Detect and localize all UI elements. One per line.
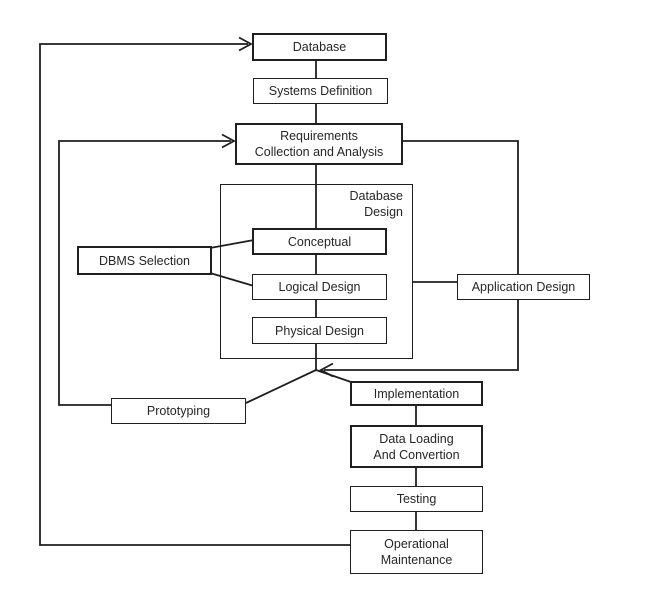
node-application-design: Application Design: [457, 274, 590, 300]
arrowhead-into-database: [238, 36, 253, 52]
database-design-frame-label: Database Design: [349, 189, 403, 219]
node-requirements-collection-analysis: Requirements Collection and Analysis: [235, 123, 403, 165]
edge-dbms-conceptual: [209, 239, 255, 249]
node-prototyping: Prototyping: [111, 398, 246, 424]
node-operational-maintenance: Operational Maintenance: [350, 530, 483, 574]
database-design-frame: Database Design: [220, 184, 413, 359]
edge-requirements-right-loop: [324, 140, 519, 371]
node-testing: Testing: [350, 486, 483, 512]
node-dbms-selection: DBMS Selection: [77, 246, 212, 275]
node-implementation: Implementation: [350, 381, 483, 406]
edge-opmaint-to-database: [39, 43, 350, 546]
arrowhead-into-requirements: [221, 133, 236, 149]
node-database: Database: [252, 33, 387, 61]
node-physical-design: Physical Design: [252, 317, 387, 344]
edge-junction-implementation: [315, 369, 352, 383]
edge-prototyping-to-requirements: [58, 140, 231, 406]
node-data-loading-convertion: Data Loading And Convertion: [350, 425, 483, 468]
node-conceptual: Conceptual: [252, 228, 387, 255]
node-systems-definition: Systems Definition: [253, 78, 388, 104]
edge-junction-prototyping: [245, 369, 317, 404]
node-logical-design: Logical Design: [252, 274, 387, 300]
edge-dbms-logical: [209, 272, 255, 287]
